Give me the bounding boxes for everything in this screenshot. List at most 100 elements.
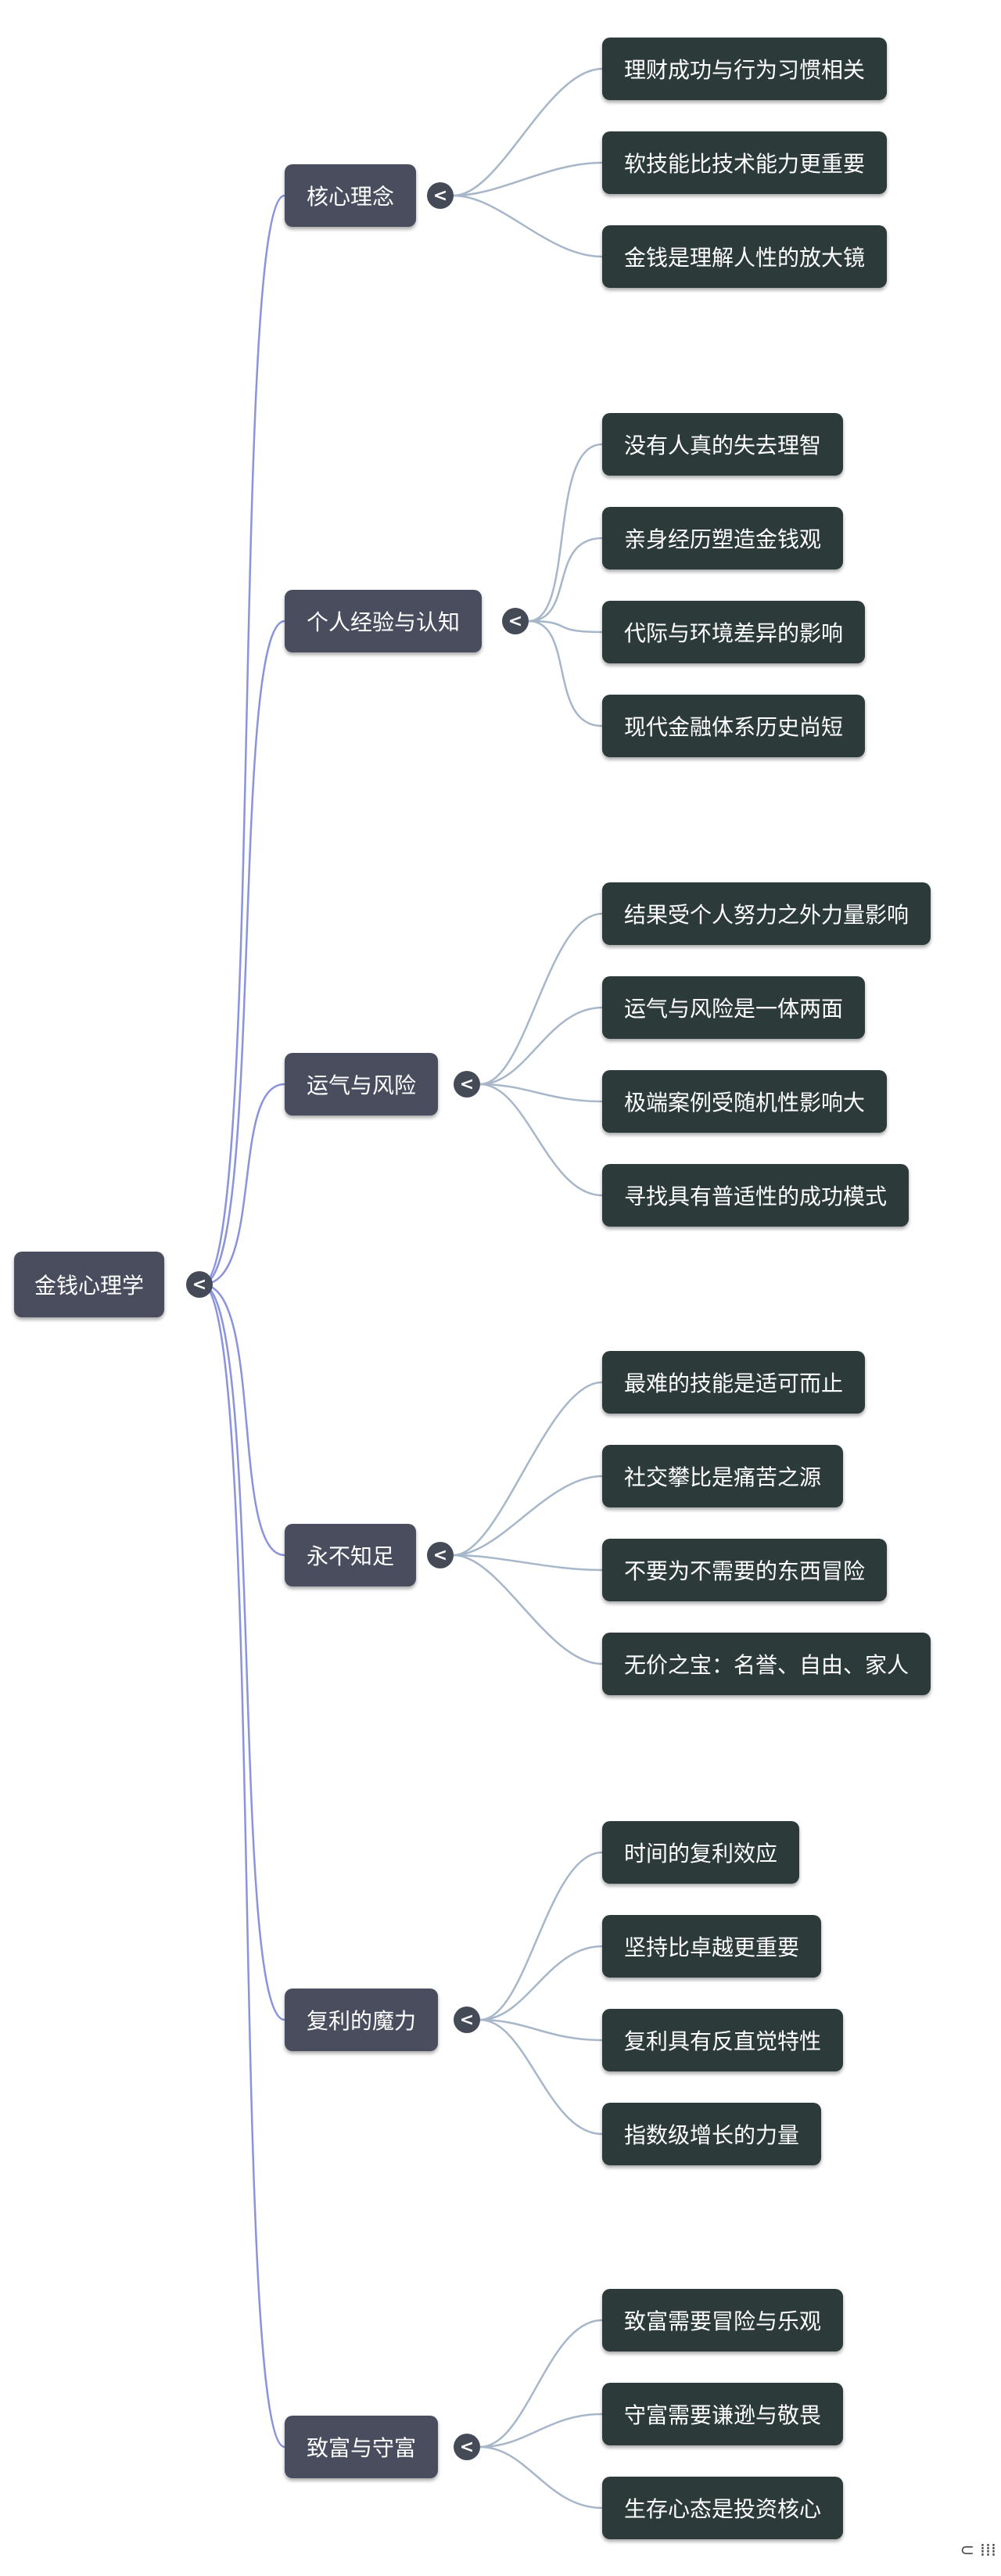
branch-leaf-connector — [453, 161, 603, 197]
leaf-topic-label: 坚持比卓越更重要 — [624, 1935, 800, 1960]
leaf-topic[interactable]: 致富需要冒险与乐观 — [602, 2289, 844, 2351]
collapse-icon: < — [432, 185, 448, 206]
leaf-topic[interactable]: 极端案例受随机性影响大 — [602, 1070, 888, 1133]
branch-leaf-connector — [528, 537, 603, 623]
leaf-topic[interactable]: 亲身经历塑造金钱观 — [602, 507, 844, 569]
branch-leaf-connector — [479, 1851, 603, 2021]
leaf-topic-label: 社交攀比是痛苦之源 — [624, 1464, 822, 1490]
collapse-icon: < — [432, 1545, 448, 1565]
leaf-topic-label: 金钱是理解人性的放大镜 — [624, 245, 866, 271]
leaf-topic[interactable]: 无价之宝：名誉、自由、家人 — [602, 1633, 931, 1695]
branch-leaf-connector — [453, 1554, 603, 1665]
branch-topic[interactable]: 运气与风险 — [285, 1053, 439, 1116]
branch-topic-label: 致富与守富 — [307, 2435, 417, 2461]
leaf-topic[interactable]: 结果受个人努力之外力量影响 — [602, 882, 931, 945]
branch-topic[interactable]: 复利的魔力 — [285, 1989, 439, 2051]
collapse-icon: < — [459, 2437, 475, 2457]
leaf-topic-label: 生存心态是投资核心 — [624, 2496, 822, 2522]
leaf-topic-label: 不要为不需要的东西冒险 — [624, 1558, 866, 1584]
root-topic-label: 金钱心理学 — [34, 1273, 145, 1299]
leaf-topic[interactable]: 坚持比卓越更重要 — [602, 1915, 822, 1978]
branch-collapse-toggle[interactable]: < — [427, 182, 454, 209]
root-topic[interactable]: 金钱心理学 — [14, 1252, 165, 1317]
branch-collapse-toggle[interactable]: < — [502, 608, 529, 634]
leaf-topic-label: 软技能比技术能力更重要 — [624, 151, 866, 177]
branch-topic[interactable]: 核心理念 — [285, 164, 417, 227]
collapse-icon: < — [459, 2010, 475, 2030]
branch-topic-label: 永不知足 — [307, 1543, 395, 1569]
branch-leaf-connector — [479, 1006, 603, 1086]
watermark-fragment: ⊂ ⁞⁞⁞ — [960, 2541, 996, 2560]
branch-leaf-connector — [479, 2413, 603, 2448]
branch-topic[interactable]: 致富与守富 — [285, 2416, 439, 2478]
branch-leaf-connector — [528, 443, 603, 623]
branch-collapse-toggle[interactable]: < — [454, 2007, 480, 2033]
leaf-topic-label: 现代金融体系历史尚短 — [624, 714, 844, 740]
branch-leaf-connector — [453, 1475, 603, 1557]
collapse-icon: < — [192, 1274, 207, 1295]
branch-topic[interactable]: 永不知足 — [285, 1524, 417, 1586]
leaf-topic[interactable]: 社交攀比是痛苦之源 — [602, 1445, 844, 1507]
branch-leaf-connector — [479, 1083, 603, 1103]
root-branch-connector — [201, 1083, 285, 1286]
branch-topic-label: 运气与风险 — [307, 1072, 417, 1098]
leaf-topic-label: 指数级增长的力量 — [624, 2122, 800, 2148]
branch-topic-label: 复利的魔力 — [307, 2008, 417, 2034]
leaf-topic-label: 代际与环境差异的影响 — [624, 620, 844, 646]
leaf-topic-label: 无价之宝：名誉、自由、家人 — [624, 1652, 910, 1678]
leaf-topic-label: 理财成功与行为习惯相关 — [624, 57, 866, 83]
branch-leaf-connector — [479, 2445, 603, 2510]
leaf-topic-label: 时间的复利效应 — [624, 1841, 778, 1866]
leaf-topic[interactable]: 寻找具有普适性的成功模式 — [602, 1164, 910, 1227]
leaf-topic[interactable]: 现代金融体系历史尚短 — [602, 695, 866, 757]
leaf-topic-label: 极端案例受随机性影响大 — [624, 1090, 866, 1116]
root-collapse-toggle[interactable]: < — [186, 1271, 213, 1298]
branch-leaf-connector — [479, 2018, 603, 2136]
branch-topic-label: 核心理念 — [307, 184, 395, 210]
leaf-topic[interactable]: 复利具有反直觉特性 — [602, 2009, 844, 2071]
collapse-icon: < — [508, 611, 523, 631]
leaf-topic-label: 寻找具有普适性的成功模式 — [624, 1184, 888, 1209]
root-branch-connector — [201, 620, 285, 1286]
leaf-topic-label: 守富需要谦逊与敬畏 — [624, 2402, 822, 2428]
leaf-topic[interactable]: 不要为不需要的东西冒险 — [602, 1539, 888, 1601]
root-branch-connector — [201, 1283, 285, 2021]
leaf-topic[interactable]: 指数级增长的力量 — [602, 2103, 822, 2165]
leaf-topic[interactable]: 守富需要谦逊与敬畏 — [602, 2383, 844, 2445]
leaf-topic-label: 结果受个人努力之外力量影响 — [624, 902, 910, 928]
leaf-topic-label: 复利具有反直觉特性 — [624, 2028, 822, 2054]
leaf-topic[interactable]: 运气与风险是一体两面 — [602, 976, 866, 1039]
branch-collapse-toggle[interactable]: < — [454, 2434, 480, 2460]
leaf-topic[interactable]: 理财成功与行为习惯相关 — [602, 38, 888, 100]
root-branch-connector — [201, 1283, 285, 1557]
leaf-topic-label: 运气与风险是一体两面 — [624, 996, 844, 1022]
branch-leaf-connector — [453, 67, 603, 197]
branch-topic-label: 个人经验与认知 — [307, 609, 461, 635]
branch-leaf-connector — [453, 1381, 603, 1557]
branch-leaf-connector — [528, 620, 603, 728]
branch-collapse-toggle[interactable]: < — [454, 1071, 480, 1098]
leaf-topic[interactable]: 生存心态是投资核心 — [602, 2477, 844, 2539]
root-branch-connector — [201, 1283, 285, 2448]
leaf-topic-label: 没有人真的失去理智 — [624, 433, 822, 458]
root-branch-connector — [201, 194, 285, 1286]
leaf-topic-label: 亲身经历塑造金钱观 — [624, 526, 822, 552]
branch-collapse-toggle[interactable]: < — [427, 1542, 454, 1568]
leaf-topic[interactable]: 没有人真的失去理智 — [602, 413, 844, 476]
leaf-topic-label: 最难的技能是适可而止 — [624, 1371, 844, 1396]
branch-leaf-connector — [528, 620, 603, 634]
leaf-topic[interactable]: 代际与环境差异的影响 — [602, 601, 866, 663]
branch-leaf-connector — [479, 1083, 603, 1197]
collapse-icon: < — [459, 1074, 475, 1094]
leaf-topic[interactable]: 金钱是理解人性的放大镜 — [602, 225, 888, 288]
leaf-topic-label: 致富需要冒险与乐观 — [624, 2308, 822, 2334]
leaf-topic[interactable]: 最难的技能是适可而止 — [602, 1351, 866, 1414]
leaf-topic[interactable]: 软技能比技术能力更重要 — [602, 131, 888, 194]
branch-leaf-connector — [453, 1554, 603, 1572]
branch-leaf-connector — [479, 2319, 603, 2448]
branch-leaf-connector — [479, 2018, 603, 2042]
branch-leaf-connector — [479, 912, 603, 1086]
leaf-topic[interactable]: 时间的复利效应 — [602, 1821, 800, 1884]
branch-topic[interactable]: 个人经验与认知 — [285, 590, 483, 652]
